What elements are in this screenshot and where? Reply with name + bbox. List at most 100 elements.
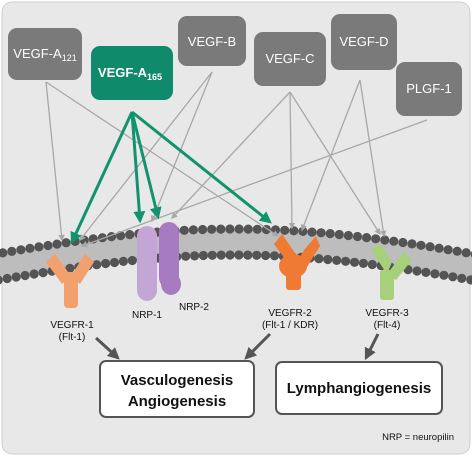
receptor-nrp2: [159, 222, 181, 295]
membrane-lipid-head: [43, 240, 53, 251]
membrane-lipid-head: [225, 250, 235, 260]
membrane-lipid-head: [289, 226, 299, 236]
membrane-lipid-head: [118, 256, 128, 266]
membrane-lipid-head: [127, 255, 137, 266]
membrane-lipid-head: [367, 259, 377, 270]
vegfr2-sublabel: (Flt-1 / KDR): [262, 320, 318, 331]
membrane-lipid-head: [439, 270, 449, 280]
arrow-b-nrp1: [150, 71, 213, 223]
nrp2-label: NRP-2: [179, 302, 209, 313]
membrane-lipid-head: [0, 275, 3, 285]
membrane-lipid-head: [179, 225, 189, 235]
arrow-plgf1-vegfr1: [80, 119, 428, 248]
membrane-lipid-head: [61, 238, 71, 248]
receptor-nrp1: [137, 226, 157, 301]
membrane-lipid-head: [188, 225, 198, 235]
membrane-lipid-head: [234, 224, 244, 234]
membrane-lipid-head: [412, 266, 422, 276]
membrane-lipid-head: [314, 254, 324, 264]
membrane-lipid-head: [11, 272, 21, 282]
membrane-lipid-head: [29, 269, 39, 279]
arrow-a121-vegfr1: [45, 81, 65, 242]
membrane-lipid-head: [452, 246, 462, 256]
arrow-c-nrp2: [171, 91, 291, 219]
membrane-lipid-head: [280, 225, 290, 235]
green-binding-arrows: [70, 110, 272, 245]
membrane-lipid-head: [243, 224, 253, 234]
arrow-a165-nrp2: [130, 111, 162, 220]
arrow-a165-nrp1: [130, 111, 146, 224]
membrane-lipid-head: [20, 270, 30, 281]
membrane-lipid-head: [380, 235, 390, 245]
arrow-a165-vegfr1: [70, 111, 134, 245]
outcome-lymphangiogenesis: Lymphangiogenesis: [275, 361, 443, 415]
membrane-lipid-head: [316, 228, 326, 238]
arrow-b-vegfr1: [79, 71, 213, 242]
vegfr2-label: VEGFR-2: [268, 308, 312, 319]
membrane-lipid-head: [270, 225, 281, 235]
nrp1-label: NRP-1: [132, 310, 162, 321]
membrane-lipid-head: [341, 256, 351, 266]
outcome-vasc-line1: Vasculogenesis: [121, 372, 234, 389]
vegfr3-label: VEGFR-3: [365, 308, 409, 319]
membrane-lipid-head: [34, 242, 44, 252]
membrane-lipid-head: [25, 243, 35, 253]
membrane-lipid-head: [325, 229, 335, 239]
membrane-lipid-head: [252, 224, 262, 234]
membrane-lipid-head: [243, 250, 253, 260]
membrane-lipid-head: [52, 239, 62, 249]
membrane-lipid-head: [307, 227, 317, 237]
arrow-c-vegfr2: [288, 91, 296, 230]
receptor-vegfr3: [371, 244, 412, 300]
ligand-vegf-c: VEGF-C: [254, 32, 326, 86]
receptor-vegfr1: [46, 254, 94, 308]
membrane-lipid-head: [334, 229, 344, 240]
membrane-lipid-head: [425, 242, 435, 252]
arrow-vegfr3-outcome: [364, 333, 380, 361]
membrane-lipid-head: [92, 260, 102, 270]
outcome-lymph-label: Lymphangiogenesis: [287, 380, 431, 397]
svg-text:VEGF-C: VEGF-C: [265, 51, 314, 66]
membrane-lipid-head: [416, 240, 426, 250]
arrow-a121-vegfr2: [45, 81, 280, 237]
membrane-lipid-head: [181, 251, 191, 261]
membrane-lipid-head: [362, 233, 372, 243]
membrane-lipid-head: [457, 273, 467, 283]
svg-text:VEGF-A165: VEGF-A165: [98, 65, 162, 82]
svg-text:PLGF-1: PLGF-1: [406, 81, 452, 96]
arrow-c-vegfr3: [289, 91, 381, 236]
membrane-lipid-head: [234, 250, 244, 260]
footnote: NRP = neuropilin: [382, 432, 454, 443]
membrane-lipid-head: [216, 224, 226, 234]
membrane-lipid-head: [407, 239, 417, 249]
membrane-lipid-head: [101, 258, 111, 269]
membrane-lipid-head: [261, 250, 271, 261]
membrane-lipid-head: [323, 254, 333, 265]
membrane-lipid-head: [461, 248, 471, 258]
membrane-lipid-head: [225, 224, 235, 234]
membrane-lipid-head: [216, 250, 226, 260]
vegfr1-sublabel: (Flt-1): [59, 332, 86, 343]
membrane-lipid-head: [352, 231, 363, 242]
vegfr1-label: VEGFR-1: [50, 320, 94, 331]
membrane-lipid-head: [443, 245, 453, 255]
arrow-vegfr2-outcome: [244, 332, 272, 360]
arrow-a165-vegfr2: [131, 110, 272, 224]
membrane-lipid-head: [349, 257, 360, 267]
membrane-lipid-head: [198, 250, 208, 261]
ligand-vegf-a121: VEGF-A121: [8, 28, 82, 80]
membrane-lipid-head: [109, 257, 120, 268]
membrane-core: [0, 230, 472, 279]
arrow-d-vegfr3: [359, 79, 387, 238]
membrane-lipid-head: [79, 235, 89, 245]
membrane-lipid-head: [421, 267, 431, 277]
membrane-lipid-head: [0, 248, 8, 258]
membrane-lipid-head: [343, 230, 353, 241]
membrane-lipid-head: [125, 230, 135, 240]
membrane-lipid-head: [252, 250, 262, 260]
ligand-vegf-a165: VEGF-A165: [91, 46, 173, 100]
membrane-lipid-head: [466, 275, 472, 285]
membrane-lipid-head: [207, 250, 217, 260]
